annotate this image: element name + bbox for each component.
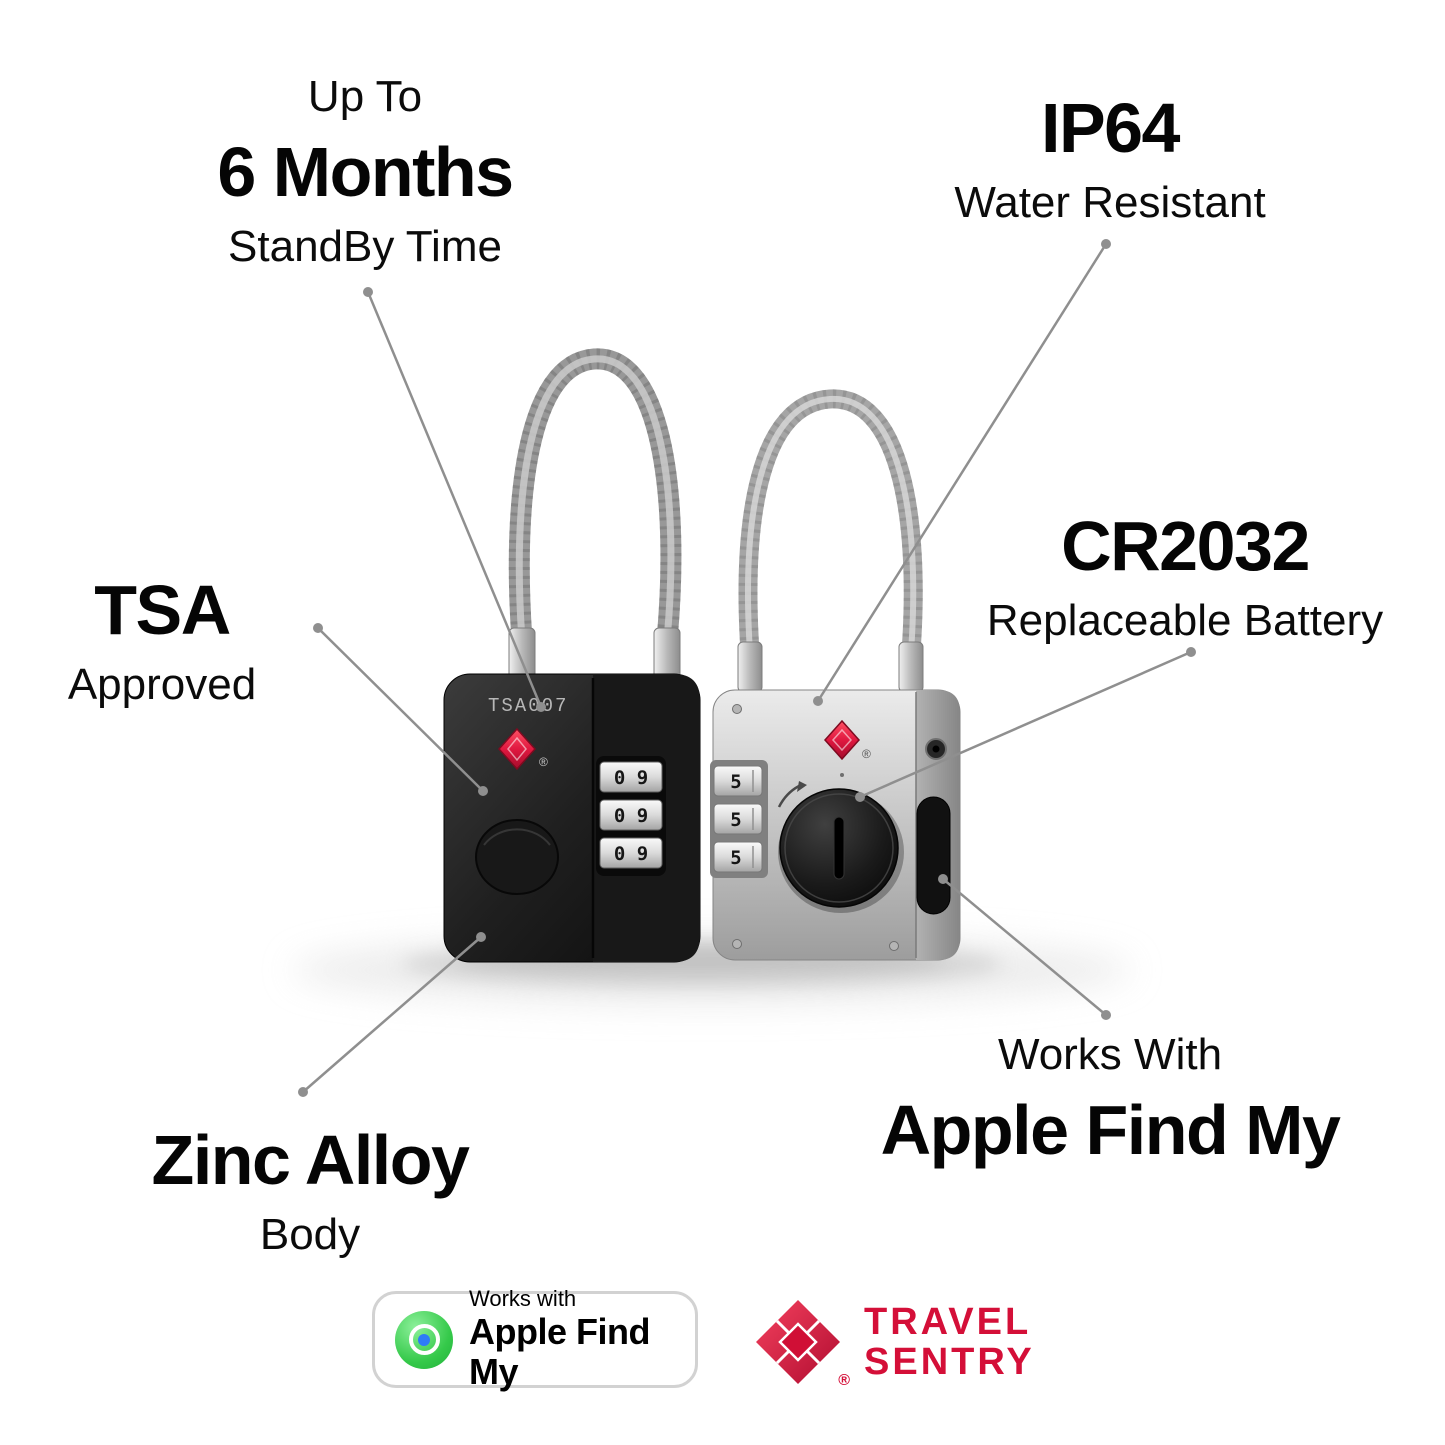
callout-zinc-body: Zinc Alloy Body	[151, 1112, 470, 1262]
black-dial-digit-3: 0 9	[614, 843, 648, 865]
findmy-value: Apple Find My	[880, 1091, 1341, 1169]
silver-screws	[732, 704, 899, 951]
black-dial-digit-2: 0 9	[614, 805, 648, 827]
water-value: IP64	[1040, 89, 1181, 167]
battery-value: CR2032	[1061, 507, 1310, 585]
callout-water-resistant: IP64 Water Resistant	[954, 80, 1265, 230]
black-lock: TSA007 ® 0 9 0 9 0 9	[443, 348, 701, 963]
apple-badge-text: Works with Apple Find My	[469, 1285, 675, 1392]
travel-sentry-wordmark: TRAVEL SENTRY	[864, 1300, 1035, 1383]
keyhole[interactable]	[925, 738, 947, 760]
black-combination-dials[interactable]: 0 9 0 9 0 9	[599, 761, 663, 869]
battery-label: Replaceable Battery	[986, 596, 1384, 645]
silver-dial-digit-3: 5	[730, 847, 741, 869]
find-my-app-icon	[395, 1310, 453, 1369]
callout-line-battery	[855, 647, 1196, 802]
black-lock-button[interactable]	[475, 819, 559, 895]
callout-standby: Up To 6 Months StandBy Time	[217, 70, 514, 274]
black-reg-mark: ®	[539, 755, 548, 769]
travel-sentry-diamond: ®	[752, 1296, 850, 1389]
black-lock-engraving: TSA007	[488, 695, 568, 717]
callout-line-standby	[363, 287, 546, 712]
body-label: Body	[259, 1210, 361, 1259]
works-with-apple-find-my-badge: Works with Apple Find My	[372, 1286, 698, 1391]
body-value: Zinc Alloy	[151, 1121, 470, 1199]
travel-sentry-word-travel: TRAVEL	[864, 1300, 1032, 1343]
findmy-prefix: Works With	[997, 1030, 1223, 1079]
travel-sentry-logo: ® TRAVEL SENTRY	[752, 1296, 1035, 1389]
black-lock-ferrule-left	[508, 627, 536, 681]
black-lock-ferrule-right	[653, 627, 681, 681]
tsa-value: TSA	[94, 571, 231, 649]
standby-value: 6 Months	[217, 133, 514, 211]
black-tsa-diamond-logo: ®	[497, 727, 548, 771]
tsa-label: Approved	[67, 660, 257, 709]
callout-line-body	[298, 932, 486, 1097]
silver-lock-cable	[738, 389, 923, 694]
silver-lock-ferrule-right	[898, 641, 924, 693]
battery-cover-knob[interactable]	[778, 788, 904, 913]
travel-sentry-word-sentry: SENTRY	[864, 1341, 1035, 1383]
find-my-icon-dot	[418, 1333, 430, 1346]
find-my-icon-ring	[408, 1324, 440, 1355]
callout-line-water	[813, 239, 1111, 706]
callout-battery: CR2032 Replaceable Battery	[987, 498, 1383, 648]
apple-badge-find-my: Apple Find My	[469, 1310, 650, 1392]
callout-lines	[298, 239, 1196, 1097]
floor-shadow	[292, 936, 1132, 1004]
side-speaker-pill	[916, 796, 951, 915]
callout-line-findmy	[938, 874, 1111, 1020]
silver-lock-ferrule-left	[737, 641, 763, 693]
water-label: Water Resistant	[954, 178, 1266, 227]
standby-suffix: StandBy Time	[228, 222, 502, 271]
silver-tsa-diamond-logo: ®	[823, 719, 871, 777]
callout-line-tsa	[313, 623, 488, 796]
silver-reg-mark: ®	[862, 747, 871, 761]
standby-prefix: Up To	[307, 72, 423, 121]
silver-lock: 5 5 5 ®	[710, 389, 961, 961]
callout-find-my: Works With Apple Find My	[880, 1028, 1341, 1178]
travel-sentry-reg-mark: ®	[838, 1372, 850, 1389]
silver-dial-digit-2: 5	[730, 809, 741, 831]
apple-badge-works-with: Works with	[469, 1285, 577, 1311]
travel-sentry-diamond-icon	[756, 1300, 840, 1384]
black-lock-cable	[508, 348, 682, 678]
black-dial-digit-1: 0 9	[614, 767, 648, 789]
silver-dial-digit-1: 5	[730, 771, 741, 793]
knob-index-arrow	[777, 781, 807, 808]
silver-combination-dials[interactable]: 5 5 5	[713, 765, 763, 873]
coin-slot	[833, 816, 845, 880]
callout-tsa-approved: TSA Approved	[68, 562, 256, 712]
